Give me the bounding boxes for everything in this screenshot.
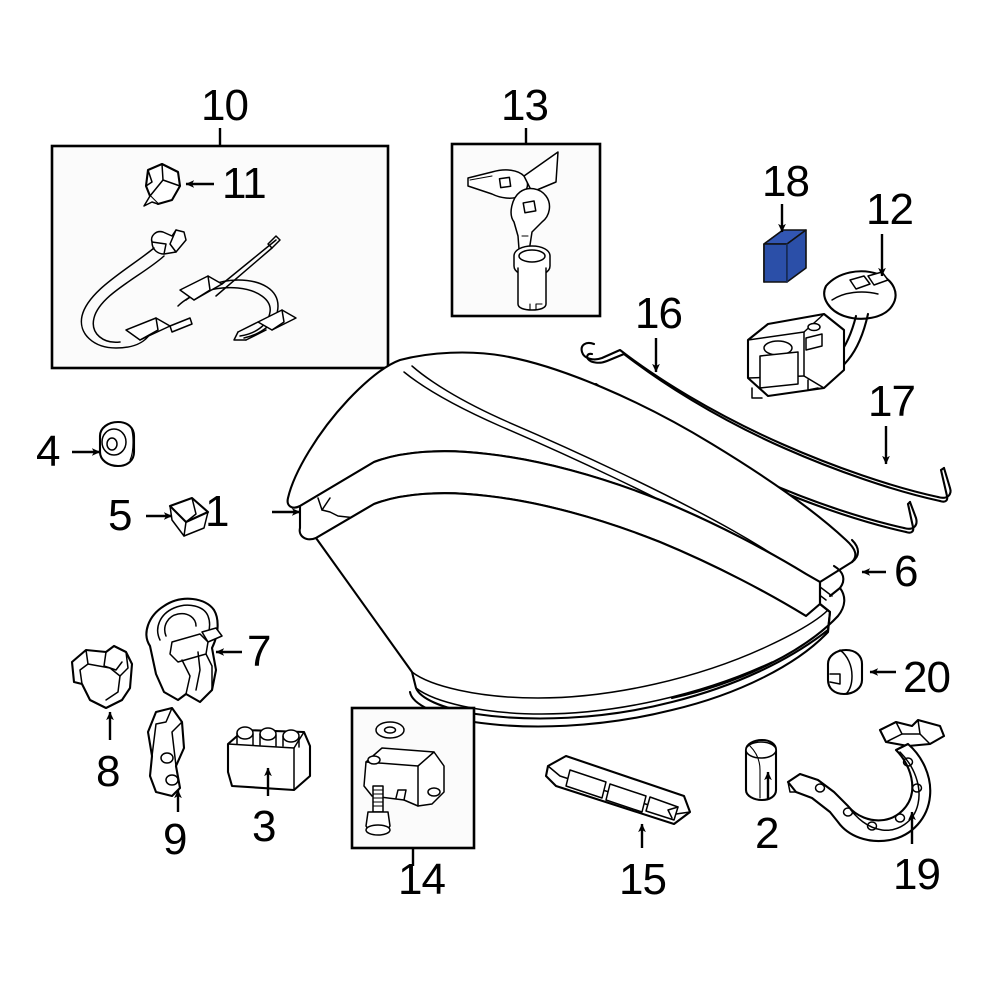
trunk-lid-hinge-arm: [786, 718, 946, 842]
callout-label-20: 20: [903, 653, 951, 702]
trunk-lid-panel: [286, 351, 860, 728]
callout-label-5: 5: [108, 491, 133, 540]
lock-cylinder: [513, 245, 551, 311]
striker-spacer-block: [226, 726, 312, 792]
callout-label-2: 2: [755, 809, 780, 858]
callout-label-16: 16: [635, 289, 683, 338]
callout-label-17: 17: [868, 377, 916, 426]
wedge-pad: [168, 496, 210, 537]
latch-bolt: [365, 785, 391, 836]
callout-label-8: 8: [96, 747, 121, 796]
callout-label-10: 10: [201, 81, 249, 130]
bump-stop-cushion: [744, 738, 778, 802]
panel-14-striker-kit: [350, 706, 476, 866]
callout-label-19: 19: [893, 850, 941, 899]
hinge-cover-right: [145, 597, 223, 704]
support-bracket: [146, 706, 186, 798]
round-grommet-bumper: [98, 420, 136, 468]
panel-10-harness-kit: [50, 128, 390, 370]
trunk-lid-trim-handle: [544, 754, 692, 826]
hinge-cover-left: [70, 644, 134, 710]
callout-label-13: 13: [501, 81, 549, 130]
rubber-stopper-plug: [826, 648, 864, 696]
callout-label-12: 12: [866, 185, 914, 234]
callout-label-11: 11: [222, 159, 267, 208]
callout-label-6: 6: [894, 547, 919, 596]
panel-13-key-cylinder: [450, 128, 602, 318]
callout-label-3: 3: [252, 802, 277, 851]
highlighted-module-18[interactable]: [763, 229, 807, 283]
callout-leaders: [72, 204, 916, 848]
trunk-lock-actuator: [746, 270, 897, 399]
callout-label-4: 4: [36, 427, 61, 476]
latch-body: [363, 747, 445, 807]
callout-label-14: 14: [398, 855, 446, 904]
release-cable-harness: [80, 229, 297, 349]
release-handle-clip: [143, 162, 182, 207]
callout-label-7: 7: [247, 627, 272, 676]
callout-label-1: 1: [205, 487, 230, 536]
callout-label-9: 9: [163, 815, 188, 864]
callout-label-15: 15: [619, 855, 667, 904]
callout-label-18: 18: [762, 157, 810, 206]
